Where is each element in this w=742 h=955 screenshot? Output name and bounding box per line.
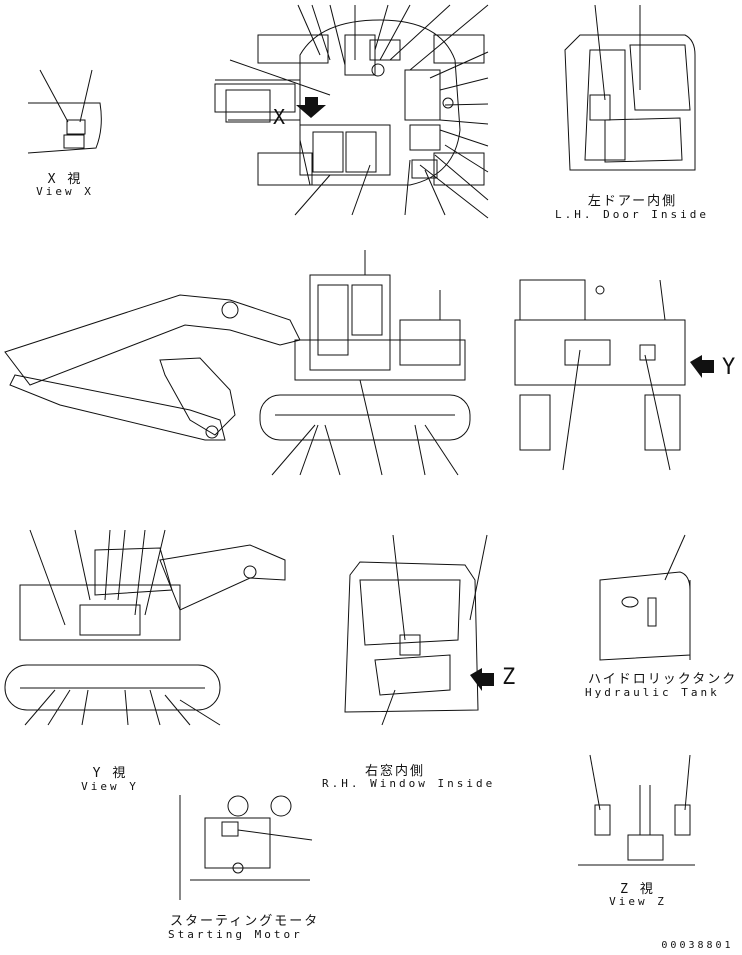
- view-z-title-en: View Z: [609, 895, 667, 908]
- view-z-drawing: [578, 754, 695, 866]
- rear-view: [514, 279, 714, 471]
- lh-door-drawing: [564, 4, 696, 171]
- view-y-drawing: [4, 529, 286, 726]
- marker-z: Z: [502, 665, 516, 690]
- main-side-view: [4, 250, 471, 476]
- starting-motor-title-en: Starting Motor: [168, 928, 303, 941]
- hydraulic-tank-title-jp: ハイドロリックタンク: [588, 672, 738, 687]
- hydraulic-tank-title-en: Hydraulic Tank: [585, 686, 720, 699]
- rh-window-drawing: [344, 534, 494, 726]
- marker-y: Y: [722, 355, 736, 380]
- rh-window-title-en: R.H. Window Inside: [322, 777, 496, 790]
- hydraulic-tank-drawing: [599, 534, 691, 661]
- lh-door-title-en: L.H. Door Inside: [555, 208, 709, 221]
- marker-x: X: [273, 105, 286, 129]
- top-plan-view: [214, 4, 489, 219]
- drawing-number: 00038801: [661, 940, 734, 951]
- lh-door-title-jp: 左ドアー内側: [587, 194, 678, 209]
- rh-window-title-jp: 右窓内側: [364, 764, 425, 779]
- view-x-title-jp: X 視: [47, 172, 83, 187]
- view-z-title-jp: Z 視: [620, 882, 655, 897]
- view-x-title-en: View X: [36, 185, 94, 198]
- starting-motor-title-jp: スターティングモータ: [170, 914, 320, 929]
- view-x-drawing: [27, 69, 102, 154]
- starting-motor-drawing: [179, 795, 313, 900]
- view-y-title-en: View Y: [81, 780, 139, 793]
- view-y-title-jp: Y 視: [92, 766, 128, 781]
